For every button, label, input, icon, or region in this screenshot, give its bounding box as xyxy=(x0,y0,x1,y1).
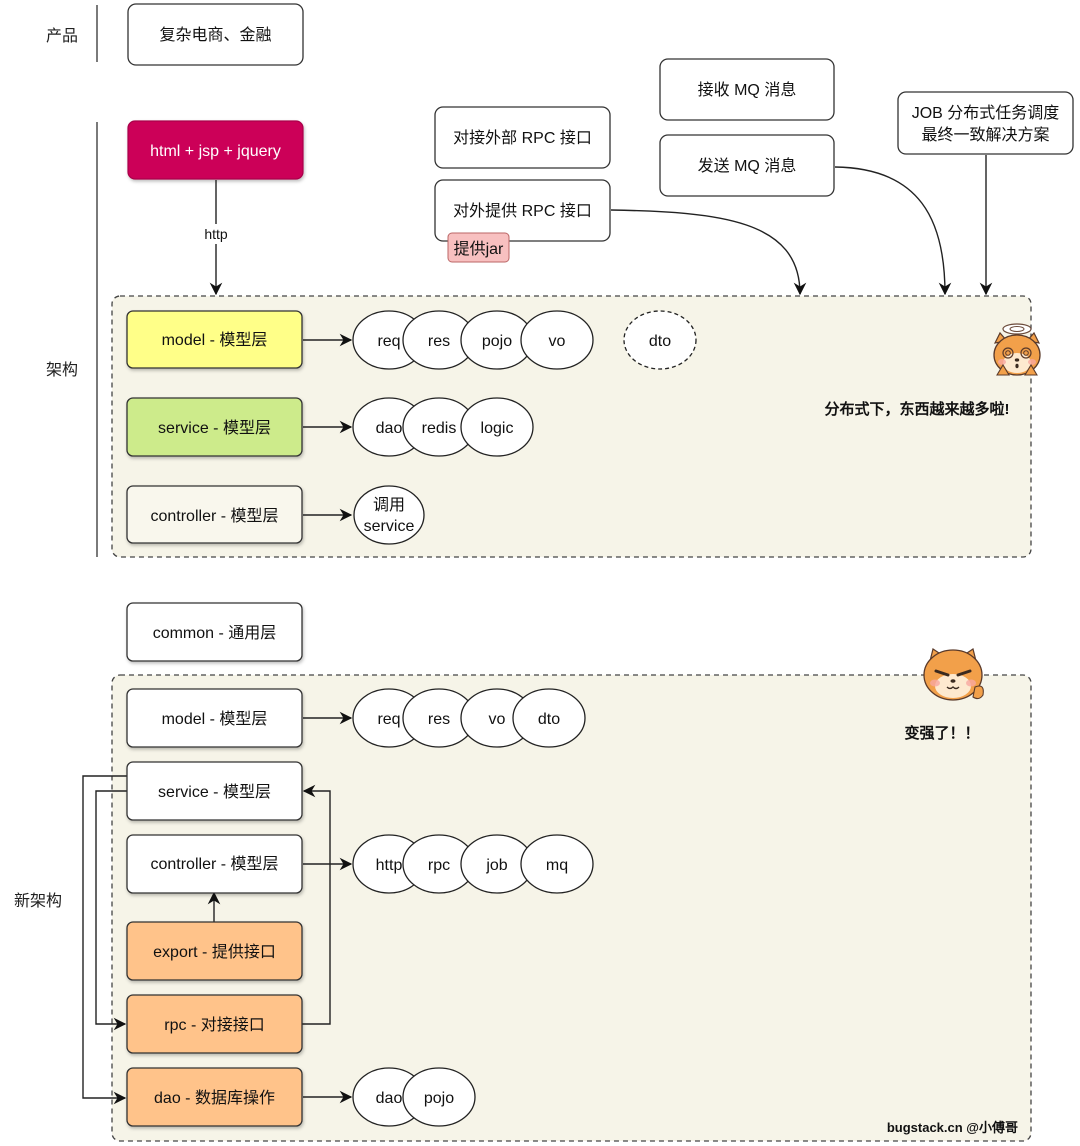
http-label: http xyxy=(204,226,228,242)
product-box-label: 复杂电商、金融 xyxy=(159,26,271,44)
item-ellipse xyxy=(460,397,534,457)
new-arch-group xyxy=(111,674,1032,1142)
item-ellipse xyxy=(402,1067,476,1127)
item-dto: dto xyxy=(649,333,671,350)
item-ellipse xyxy=(520,834,594,894)
new-controller-items: http rpc job mq xyxy=(352,834,594,894)
common-label: common - 通用层 xyxy=(153,624,277,642)
section-label-product: 产品 xyxy=(46,27,78,45)
item-dto: dto xyxy=(538,711,560,728)
job-label-line2: 最终一致解决方案 xyxy=(921,126,1049,144)
jar-tag-label: 提供jar xyxy=(454,240,504,258)
item-res: res xyxy=(428,711,450,728)
strong-shiba-sticker-icon xyxy=(923,648,984,701)
item-ellipse xyxy=(520,310,594,370)
mq-send-connector xyxy=(834,166,952,296)
old-model-layer: model - 模型层 xyxy=(126,310,303,369)
item-req: req xyxy=(377,711,400,728)
service-to-rpc-connector xyxy=(95,790,127,1031)
item-req: req xyxy=(377,333,400,350)
new-service-layer: service - 模型层 xyxy=(126,761,303,821)
rpc-label: rpc - 对接接口 xyxy=(164,1016,264,1034)
item-redis: redis xyxy=(422,420,457,437)
job-label-line1: JOB 分布式任务调度 xyxy=(912,104,1060,122)
old-model-label: model - 模型层 xyxy=(162,331,268,349)
rpc-provide-box: 对外提供 RPC 接口 xyxy=(434,179,611,242)
item-job: job xyxy=(485,857,507,874)
item-logic: logic xyxy=(481,420,514,437)
new-model-label: model - 模型层 xyxy=(162,710,268,728)
rpc-to-service-connector xyxy=(302,784,331,1025)
old-controller-items: 调用 service xyxy=(353,485,425,545)
item-ellipse xyxy=(353,485,425,545)
job-box: JOB 分布式任务调度 最终一致解决方案 xyxy=(897,91,1074,155)
dao-layer: dao - 数据库操作 xyxy=(126,1067,303,1127)
mq-receive-box: 接收 MQ 消息 xyxy=(659,58,835,121)
rpc-provide-label: 对外提供 RPC 接口 xyxy=(453,202,592,220)
new-model-items: req res vo dto xyxy=(352,688,586,748)
mq-send-box: 发送 MQ 消息 xyxy=(659,134,835,197)
new-controller-layer: controller - 模型层 xyxy=(126,834,303,894)
new-service-label: service - 模型层 xyxy=(158,783,271,801)
section-label-new-arch: 新架构 xyxy=(14,892,62,910)
new-model-layer: model - 模型层 xyxy=(126,688,303,748)
rpc-consume-box: 对接外部 RPC 接口 xyxy=(434,106,611,169)
old-arch-group xyxy=(111,295,1032,558)
new-controller-label: controller - 模型层 xyxy=(150,855,278,873)
old-model-items: req res pojo vo dto xyxy=(352,310,697,370)
item-pojo: pojo xyxy=(482,333,512,350)
new-arch-caption: 变强了！！ xyxy=(904,724,979,742)
jar-tag: 提供jar xyxy=(447,232,510,263)
item-dao: dao xyxy=(376,1090,403,1107)
old-controller-layer: controller - 模型层 xyxy=(126,485,303,544)
frontend-box-label: html + jsp + jquery xyxy=(150,143,281,160)
rpc-consume-label: 对接外部 RPC 接口 xyxy=(453,129,592,147)
old-service-layer: service - 模型层 xyxy=(126,397,303,457)
item-call: 调用 xyxy=(373,496,405,514)
mq-receive-label: 接收 MQ 消息 xyxy=(698,81,797,99)
dao-label: dao - 数据库操作 xyxy=(154,1089,275,1107)
item-vo: vo xyxy=(549,333,566,350)
old-controller-label: controller - 模型层 xyxy=(150,507,278,525)
http-label-bg xyxy=(198,224,234,244)
item-rpc: rpc xyxy=(428,857,450,874)
mq-send-label: 发送 MQ 消息 xyxy=(698,157,797,175)
item-service: service xyxy=(364,518,415,535)
section-label-arch: 架构 xyxy=(46,361,78,379)
item-dto-dashed xyxy=(623,310,697,370)
export-label: export - 提供接口 xyxy=(153,943,276,961)
service-to-dao-connector xyxy=(82,775,127,1105)
dizzy-shiba-sticker-icon xyxy=(993,323,1041,376)
old-service-label: service - 模型层 xyxy=(158,419,271,437)
item-res: res xyxy=(428,333,450,350)
old-arch-caption: 分布式下，东西越来越多啦! xyxy=(825,400,1010,418)
item-ellipse xyxy=(512,688,586,748)
rpc-provide-connector xyxy=(610,209,807,296)
item-http: http xyxy=(376,857,403,874)
common-layer: common - 通用层 xyxy=(126,602,303,662)
item-vo: vo xyxy=(489,711,506,728)
item-dao: dao xyxy=(376,420,403,437)
item-mq: mq xyxy=(546,857,568,874)
watermark: bugstack.cn @小傅哥 xyxy=(887,1120,1018,1135)
export-layer: export - 提供接口 xyxy=(126,921,303,981)
frontend-box: html + jsp + jquery xyxy=(127,120,304,180)
item-pojo: pojo xyxy=(424,1090,454,1107)
dao-items: dao pojo xyxy=(352,1067,476,1127)
product-box: 复杂电商、金融 xyxy=(127,3,304,66)
rpc-layer: rpc - 对接接口 xyxy=(126,994,303,1054)
old-service-items: dao redis logic xyxy=(352,397,534,457)
